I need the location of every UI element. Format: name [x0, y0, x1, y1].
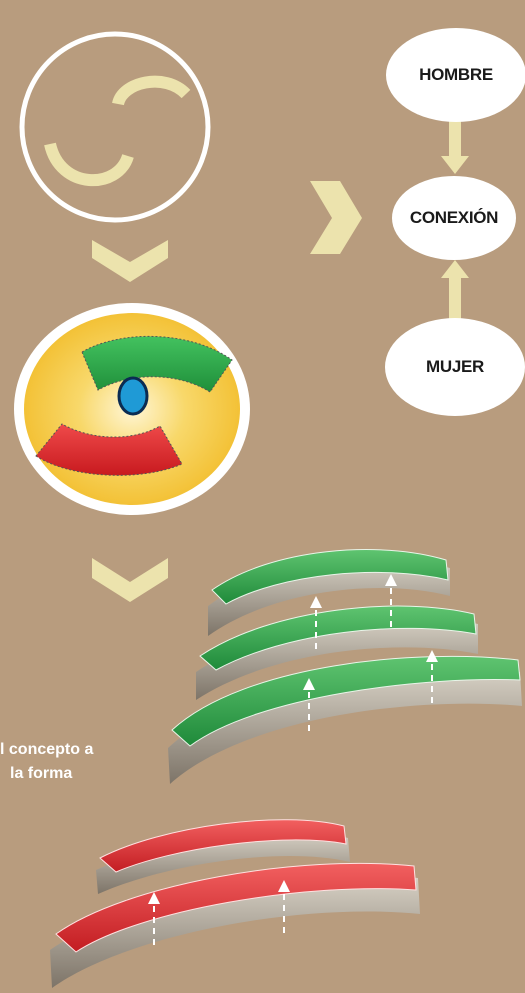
arrow-up-icon: [148, 892, 160, 946]
node-hombre-label: HOMBRE: [419, 65, 493, 84]
caption-line-2: la forma: [10, 765, 73, 782]
node-mujer: MUJER: [385, 318, 525, 416]
arrow-up-icon: [441, 260, 469, 278]
concept-upper-arc: [112, 75, 191, 107]
green-slab-2: [196, 605, 478, 700]
concept-circle: [19, 31, 211, 223]
arrow-up-icon: [426, 650, 438, 704]
caption: l concepto a la forma: [0, 738, 93, 786]
arrow-up-icon: [303, 678, 315, 734]
connector-top: [449, 118, 461, 158]
green-arc-shape: [81, 335, 233, 393]
red-slab-1: [96, 819, 350, 894]
arrow-up-icon: [385, 574, 397, 628]
node-conexion-label: CONEXIÓN: [409, 208, 499, 227]
concept-lower-arc: [44, 142, 134, 186]
connector-bottom: [449, 276, 461, 320]
arrow-up-icon: [278, 880, 290, 934]
red-arc-shape: [35, 423, 183, 476]
caption-line-1: l concepto a: [0, 741, 94, 758]
blue-center-dot: [117, 376, 149, 416]
node-conexion: CONEXIÓN: [392, 176, 516, 260]
arrow-down-icon: [441, 156, 469, 174]
node-hombre: HOMBRE: [386, 28, 525, 122]
node-mujer-label: MUJER: [425, 357, 484, 376]
arrow-up-icon: [310, 596, 322, 650]
